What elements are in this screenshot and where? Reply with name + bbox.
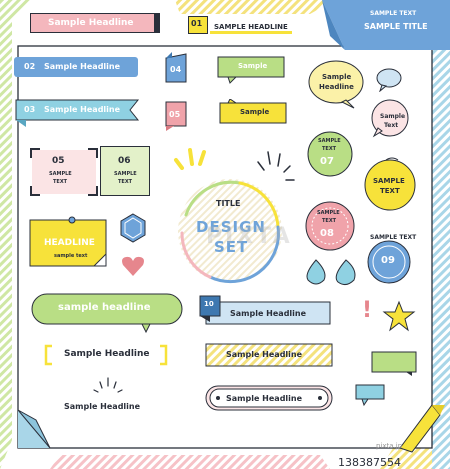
star-icon xyxy=(382,300,416,332)
speech-green-shape xyxy=(217,56,285,84)
headline-pink-text: Sample Headline xyxy=(48,18,134,28)
headline-yellow-sub: sample text xyxy=(54,253,88,259)
bracket-text: Sample Headline xyxy=(64,349,150,359)
frame-05-number: 05 xyxy=(52,156,65,166)
bubble-pink-line1: Sample xyxy=(380,113,406,120)
stock-site: pixta.jp xyxy=(376,442,403,450)
stripe-right xyxy=(430,40,450,469)
circle-09-number: 09 xyxy=(381,255,395,266)
rounded-plate-text: Sample Headline xyxy=(226,394,303,403)
frame-05-line2: TEXT xyxy=(53,179,68,185)
drops-icon xyxy=(306,259,356,286)
ribbon-03-text: Sample Headline xyxy=(44,105,121,114)
stripe-top xyxy=(175,0,335,14)
circle-08-line2: TEXT xyxy=(322,218,337,224)
circle-08-number: 08 xyxy=(320,228,334,239)
speech-green-text: Sample xyxy=(238,62,268,70)
frame-06 xyxy=(100,146,150,196)
center-title-line1: DESIGN xyxy=(196,218,266,236)
circle-yellow-shape xyxy=(364,157,416,211)
corner-bottom-right-fold xyxy=(432,405,445,415)
hexagon-icon xyxy=(120,213,146,243)
frame-06-line1: SAMPLE xyxy=(114,171,137,177)
bubble-yellow-shape xyxy=(308,60,364,109)
pill-green-text: sample headline xyxy=(58,302,151,313)
rays-icon xyxy=(93,377,123,393)
ribbon-02-number: 02 xyxy=(24,62,36,71)
tag-10-shape xyxy=(199,295,331,325)
exclamation-icon: ! xyxy=(362,298,373,323)
bubble-yellow-line2: Headline xyxy=(319,83,354,91)
tag-01-badge xyxy=(188,16,208,34)
circle-07-line2: TEXT xyxy=(322,146,337,152)
tag-01-underline xyxy=(210,31,292,34)
frame-05 xyxy=(32,150,96,194)
frame-05-corners xyxy=(30,148,98,196)
center-circle xyxy=(178,179,282,284)
rounded-plate-shape xyxy=(205,385,333,411)
sparkle-yellow-icon xyxy=(174,148,206,170)
corner-bottom-left-fold xyxy=(17,409,51,449)
corner-banner xyxy=(322,0,450,50)
speech-yellow-text: Sample xyxy=(240,108,270,116)
ribbon-02-text: Sample Headline xyxy=(44,62,121,71)
ribbon-02 xyxy=(14,57,138,77)
circle-07-number: 07 xyxy=(320,156,334,167)
tag-01-number: 01 xyxy=(191,19,203,28)
pill-green-shape xyxy=(31,293,183,334)
headline-pink-box xyxy=(30,13,160,33)
striped-yellow-text: Sample Headline xyxy=(226,350,303,359)
stripe-bottom-right xyxy=(380,445,432,469)
stripe-left xyxy=(0,0,30,469)
circle-09-shape xyxy=(367,240,411,284)
striped-yellow-shape xyxy=(205,343,333,367)
circle-yellow-line1: SAMPLE xyxy=(373,177,405,185)
rays-text: Sample Headline xyxy=(64,402,141,411)
bracket-shape xyxy=(44,344,168,366)
flag-04-shape xyxy=(165,52,187,83)
corner-banner-fold xyxy=(322,0,345,50)
blue-speech-box xyxy=(355,384,385,407)
tag-01-text: SAMPLE HEADLINE xyxy=(214,23,288,31)
watermark: PIXTA xyxy=(206,224,293,249)
circle-07-shape xyxy=(307,131,353,177)
heart-icon xyxy=(122,256,144,276)
flag-04-number: 04 xyxy=(170,65,182,74)
bubble-yellow-line1: Sample xyxy=(322,73,352,81)
bubble-pink-shape xyxy=(371,99,409,138)
flag-05-shape xyxy=(165,101,187,131)
frame-06-line2: TEXT xyxy=(118,179,133,185)
tag-10-number: 10 xyxy=(204,300,214,308)
center-small-title: TITLE xyxy=(216,199,241,208)
speech-yellow-shape xyxy=(219,99,287,124)
circle-07-line1: SAMPLE xyxy=(318,138,341,144)
burst-lines-icon xyxy=(257,151,295,181)
frame-05-line1: SAMPLE xyxy=(49,171,72,177)
headline-yellow-title: HEADLINE xyxy=(44,238,95,248)
headline-yellow-shape xyxy=(29,216,107,267)
ribbon-03-shape xyxy=(15,99,140,127)
corner-title-text: SAMPLE TITLE xyxy=(364,22,428,31)
ribbon-03-number: 03 xyxy=(24,105,36,114)
circle-08-shape xyxy=(305,201,355,251)
green-speech-box xyxy=(371,351,417,376)
tag-10-text: Sample Headline xyxy=(230,309,307,318)
bubble-small-blue xyxy=(376,68,402,92)
circle-09-arc-text: SAMPLE TEXT xyxy=(370,234,417,241)
corner-small-text: SAMPLE TEXT xyxy=(370,10,417,17)
stock-number: 138387554 xyxy=(338,456,401,469)
stripe-bottom xyxy=(50,455,330,469)
flag-05-number: 05 xyxy=(169,110,181,119)
bubble-pink-line2: Text xyxy=(384,122,399,129)
frame-06-number: 06 xyxy=(118,156,131,166)
circle-yellow-line2: TEXT xyxy=(380,187,400,195)
circle-08-line1: SAMPLE xyxy=(317,210,340,216)
center-title-line2: SET xyxy=(214,238,249,256)
